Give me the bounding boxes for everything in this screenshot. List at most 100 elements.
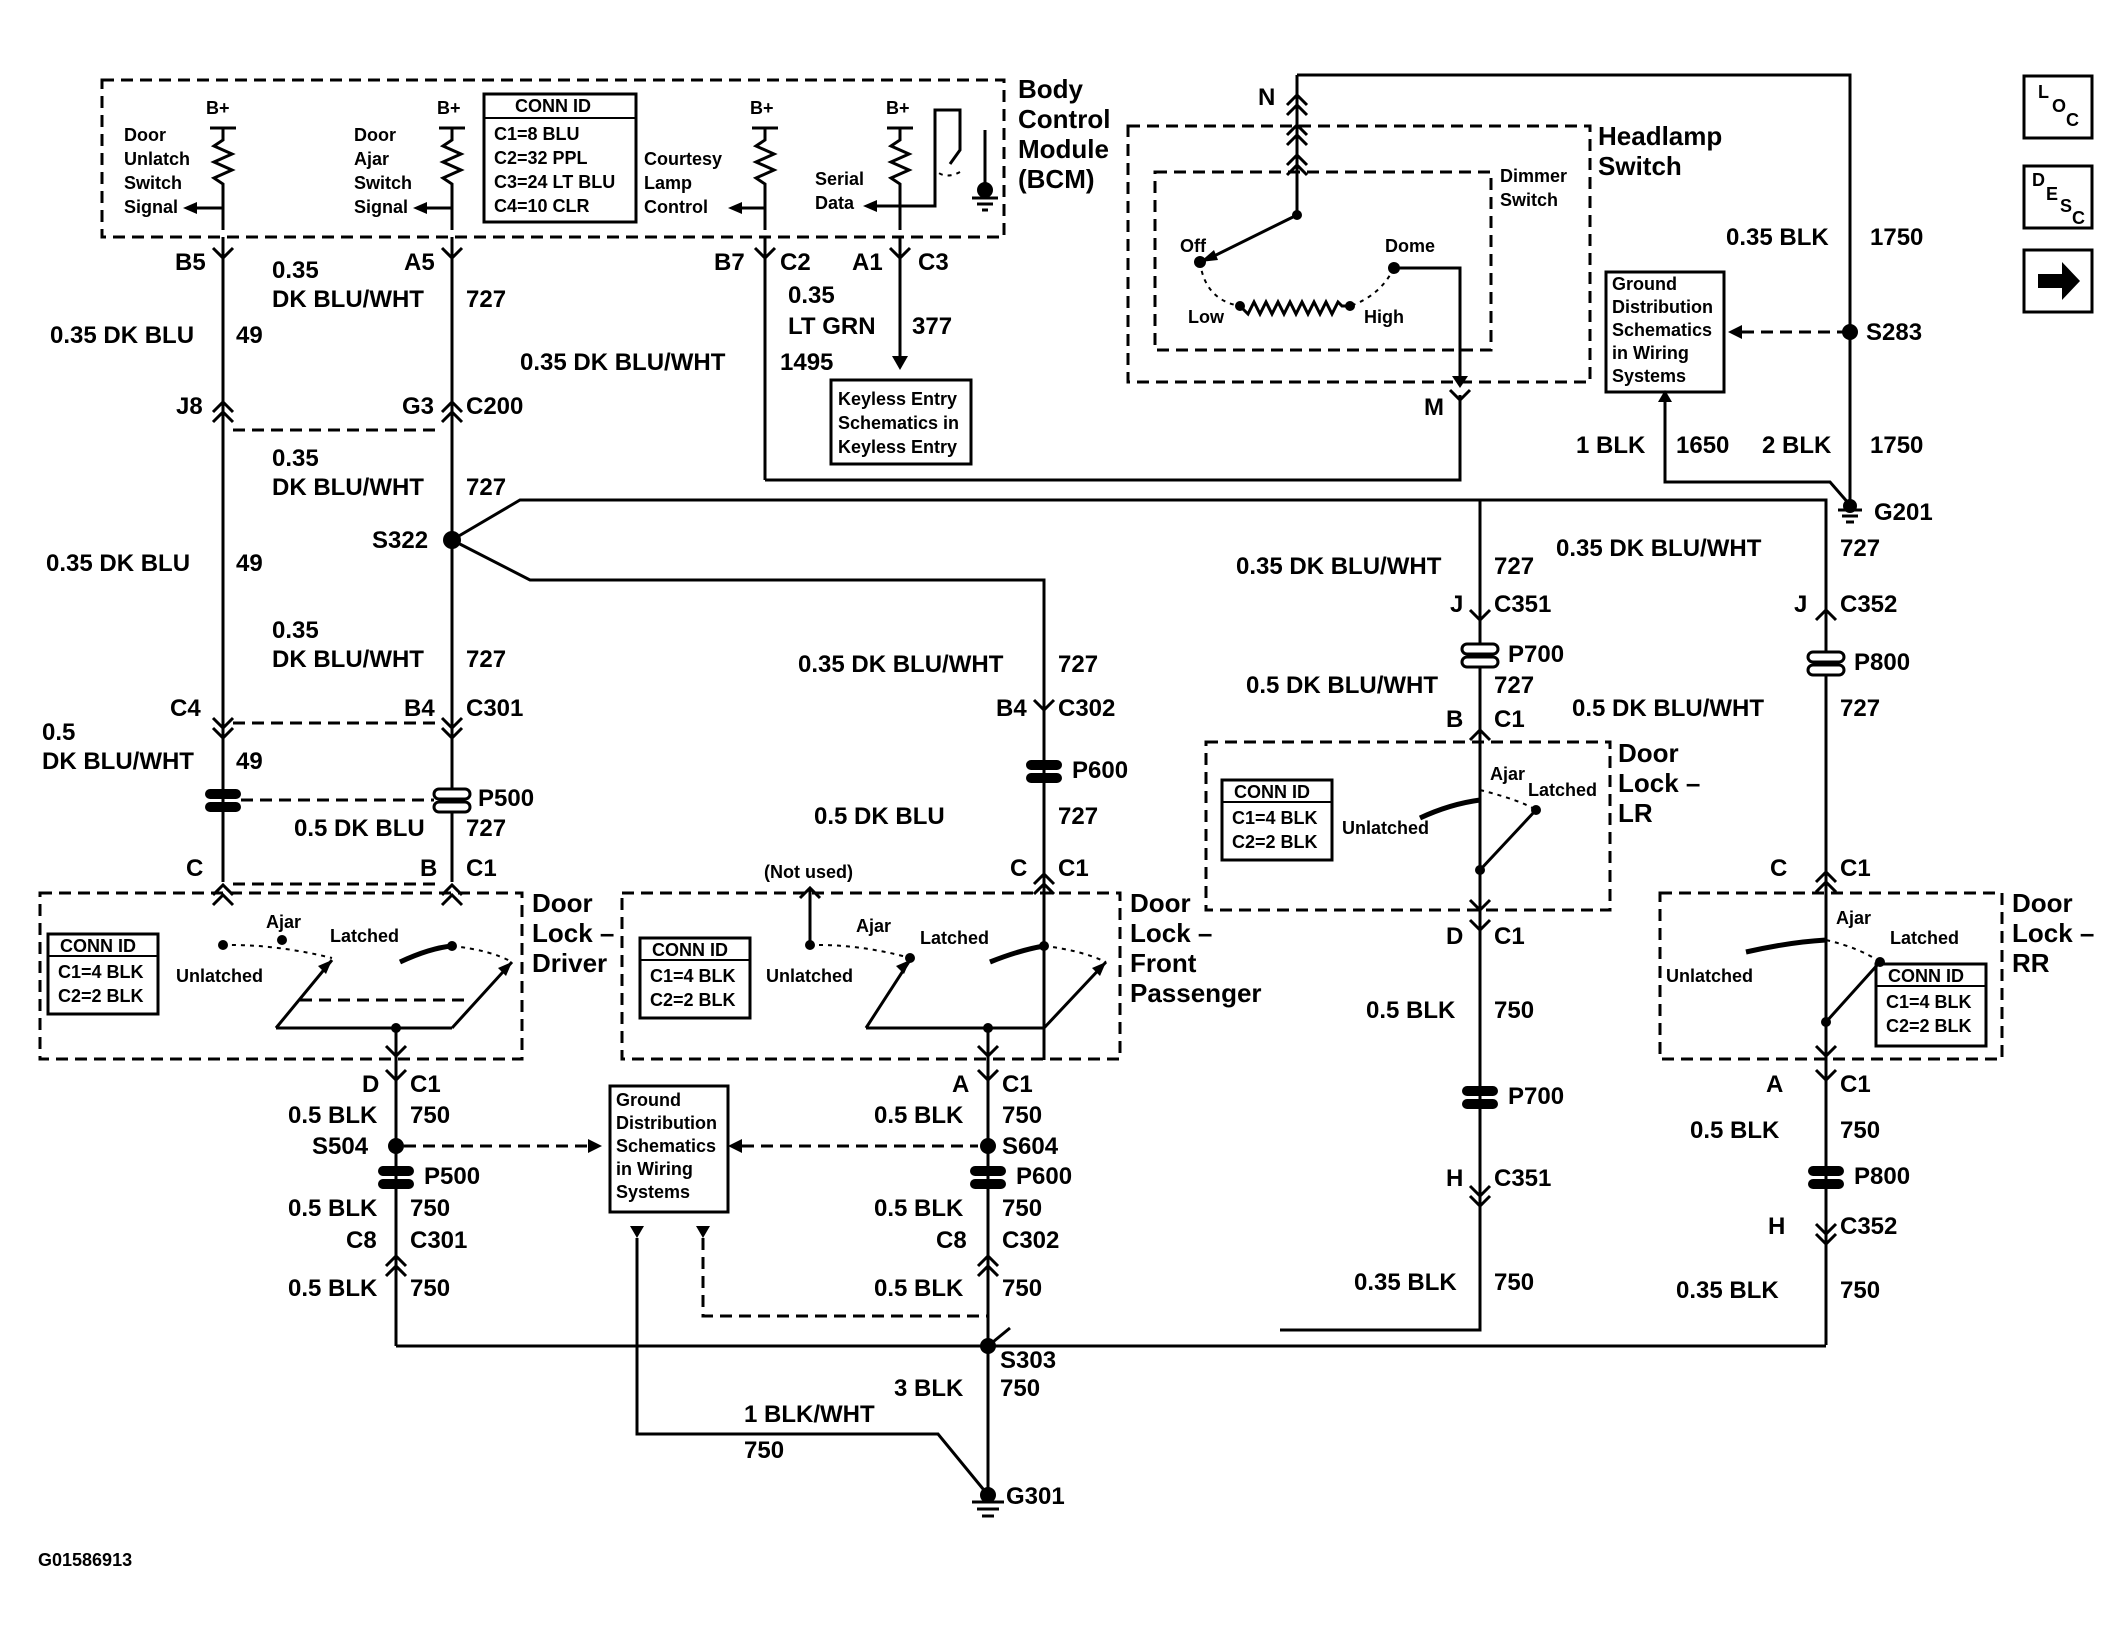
low-label: Low [1188,307,1225,327]
lr-conn-1: C1=4 BLK [1232,808,1318,828]
ajar-label-3: Switch [354,173,412,193]
door-lock-rr-circuit: 0.35 DK BLU/WHT 727 J C352 P800 0.5 DK B… [1556,535,2094,1345]
gr1-5: Systems [1612,366,1686,386]
wire-label: 727 [1058,651,1098,678]
bplus-label-2: B+ [437,98,461,118]
wire-label: 0.35 DK BLU/WHT [1556,535,1762,562]
wire-label: 750 [410,1195,450,1222]
wire-label: 0.5 BLK [1366,997,1456,1024]
wire-label: 750 [1840,1277,1880,1304]
rr-conn-1: C1=4 BLK [1886,992,1972,1012]
conn-c351: C351 [1494,1165,1551,1192]
desc-letter-4: C [2072,208,2085,228]
conn-c1: C1 [1494,706,1525,733]
door-lock-lr-circuit: 0.35 DK BLU/WHT 727 J C351 P700 0.5 DK B… [1204,553,1700,1315]
lr-conn-title: CONN ID [1234,782,1310,802]
conn-b: B [1446,706,1463,733]
conn-h: H [1768,1213,1785,1240]
conn-c200: C200 [466,393,523,420]
wire-label: 750 [1494,997,1534,1024]
loc-letter-1: L [2038,82,2049,102]
loc-icon[interactable]: L O C [2022,74,2094,140]
rr-latched: Latched [1890,928,1959,948]
left-harness [205,237,1828,907]
pin-n: N [1258,84,1275,111]
conn-c1: C1 [1058,855,1089,882]
conn-c1: C1 [1494,923,1525,950]
wire-label: 49 [236,748,263,775]
lr-title-2: Lock – [1618,768,1700,798]
conn-b: B [420,855,437,882]
wire-label: 0.5 BLK [288,1195,378,1222]
wire-label: 727 [466,286,506,313]
rr-title-1: Door [2012,888,2073,918]
wire-label: 49 [236,550,263,577]
splice-s303: S303 [1000,1347,1056,1374]
wire-label: 0.5 BLK [288,1275,378,1302]
wire-label: 0.35 DK BLU/WHT [1236,553,1442,580]
splice-s604: S604 [1002,1133,1059,1160]
wire-label: 2 BLK [1762,432,1832,459]
wire-label: 0.35 BLK [1726,224,1829,251]
bcm-conn-id-box: CONN ID C1=8 BLU C2=32 PPL C3=24 LT BLU … [482,92,638,224]
conn-p600: P600 [1072,757,1128,784]
high-label: High [1364,307,1404,327]
wire-label: 0.5 BLK [874,1102,964,1129]
off-label: Off [1180,236,1207,256]
conn-j8: J8 [176,393,203,420]
ajar-label-1: Door [354,125,396,145]
wire-label: 727 [1058,803,1098,830]
desc-icon[interactable]: D E S C [2022,164,2094,230]
driver-ajar: Ajar [266,912,301,932]
conn-c4: C4 [170,695,201,722]
keyless-ref-1: Keyless Entry [838,389,957,409]
bcm-title-3: Module [1018,134,1109,164]
wire-label: DK BLU/WHT [42,748,194,775]
passenger-title-3: Front [1130,948,1197,978]
conn-h: H [1446,1165,1463,1192]
driver-conn-2: C2=2 BLK [58,986,144,1006]
splice-s283: S283 [1866,319,1922,346]
gr2-4: in Wiring [616,1159,693,1179]
right-arrow-icon[interactable] [2022,248,2094,314]
lr-unlatched: Unlatched [1342,818,1429,838]
wire-label: 0.5 BLK [288,1102,378,1129]
gr2-1: Ground [616,1090,681,1110]
conn-c301: C301 [466,695,523,722]
bplus-label-4: B+ [886,98,910,118]
conn-c1: C1 [466,855,497,882]
wire-label: 0.35 [272,445,319,472]
courtesy-label-1: Courtesy [644,149,722,169]
wire-label: 727 [1494,672,1534,699]
bcm-signal-labels: Door Unlatch Switch Signal Door Ajar Swi… [124,125,864,217]
gr1-3: Schematics [1612,320,1712,340]
driver-latched: Latched [330,926,399,946]
rr-title-2: Lock – [2012,918,2094,948]
headlamp-switch: Headlamp Switch Dimmer Switch Off Dome L… [1126,73,1852,421]
dome-label: Dome [1385,236,1435,256]
bcm-conn-4: C4=10 CLR [494,196,590,216]
wire-label: 750 [410,1275,450,1302]
wire-label: 0.5 DK BLU/WHT [1246,672,1438,699]
ground-network: Ground Distribution Schematics in Wiring… [288,1084,1826,1518]
gr1-4: in Wiring [1612,343,1689,363]
conn-c302: C302 [1058,695,1115,722]
dimmer-label-1: Dimmer [1500,166,1567,186]
wire-label: 1650 [1676,432,1729,459]
ground-g201: G201 [1874,499,1933,526]
conn-p500: P500 [424,1163,480,1190]
wire-label: 750 [1000,1375,1040,1402]
wire-label: 0.35 DK BLU/WHT [520,349,726,376]
wire-label: 0.35 DK BLU [50,322,194,349]
wire-label: 0.35 [788,282,835,309]
lr-ajar: Ajar [1490,764,1525,784]
conn-c1: C1 [410,1071,441,1098]
bcm-conn-2: C2=32 PPL [494,148,588,168]
splice-s322: S322 [372,527,428,554]
passenger-title-2: Lock – [1130,918,1212,948]
lr-latched: Latched [1528,780,1597,800]
rr-title-3: RR [2012,948,2050,978]
door-lock-passenger-circuit: 0.35 DK BLU/WHT 727 B4 C302 P600 0.5 DK … [620,580,1262,1100]
conn-d: D [362,1071,379,1098]
